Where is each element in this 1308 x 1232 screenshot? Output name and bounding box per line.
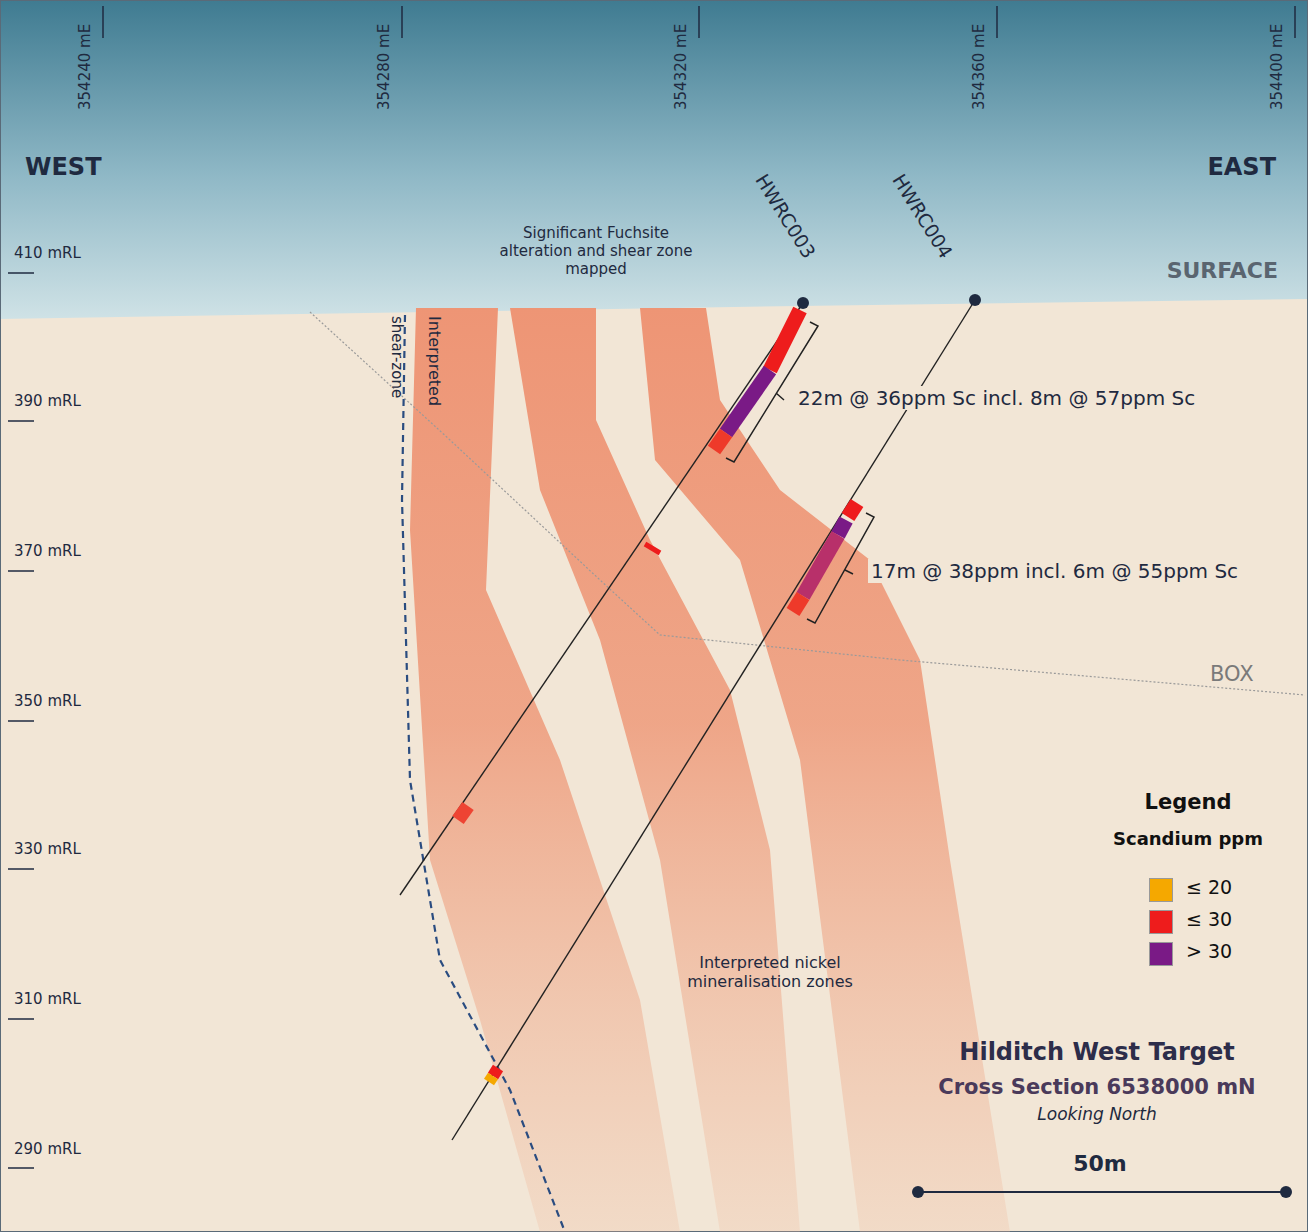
- easting-label: 354400 mE: [1268, 24, 1286, 110]
- direction-label: WEST: [25, 153, 102, 182]
- legend-swatch: [1149, 878, 1173, 902]
- rl-label: 390 mRL: [14, 392, 81, 410]
- intercept-label: 22m @ 36ppm Sc incl. 8m @ 57ppm Sc: [795, 386, 1198, 410]
- legend-heading: Legend: [1145, 790, 1232, 815]
- band-label: Interpreted: [425, 316, 444, 406]
- legend-swatch: [1149, 942, 1173, 966]
- caption-label: Cross Section 6538000 mN: [938, 1075, 1255, 1100]
- intercept-label: 17m @ 38ppm incl. 6m @ 55ppm Sc: [868, 559, 1241, 583]
- note-label: Significant Fuchsite alteration and shea…: [496, 224, 696, 278]
- easting-label: 354280 mE: [375, 24, 393, 110]
- shear-zone-label: shear-zone: [388, 316, 406, 398]
- rl-label: 310 mRL: [14, 990, 81, 1008]
- caption-label: Looking North: [1037, 1104, 1156, 1124]
- legend-subheading: Scandium ppm: [1113, 828, 1263, 850]
- direction-label: EAST: [1207, 153, 1276, 182]
- rl-label: 290 mRL: [14, 1140, 81, 1158]
- legend-swatch: [1149, 910, 1173, 934]
- scale-label: 50m: [1073, 1151, 1127, 1177]
- zone-label: Interpreted nickel mineralisation zones: [660, 953, 880, 991]
- rl-label: 370 mRL: [14, 542, 81, 560]
- easting-label: 354240 mE: [76, 24, 94, 110]
- easting-label: 354360 mE: [970, 24, 988, 110]
- easting-label: 354320 mE: [672, 24, 690, 110]
- box-label: BOX: [1210, 662, 1254, 687]
- rl-label: 410 mRL: [14, 244, 81, 262]
- legend-text: ≤ 30: [1186, 908, 1232, 931]
- rl-label: 330 mRL: [14, 840, 81, 858]
- legend-text: ≤ 20: [1186, 876, 1232, 899]
- rl-label: 350 mRL: [14, 692, 81, 710]
- title: Hilditch West Target: [959, 1038, 1234, 1067]
- surface-label: SURFACE: [1167, 258, 1278, 284]
- legend-text: > 30: [1186, 940, 1232, 963]
